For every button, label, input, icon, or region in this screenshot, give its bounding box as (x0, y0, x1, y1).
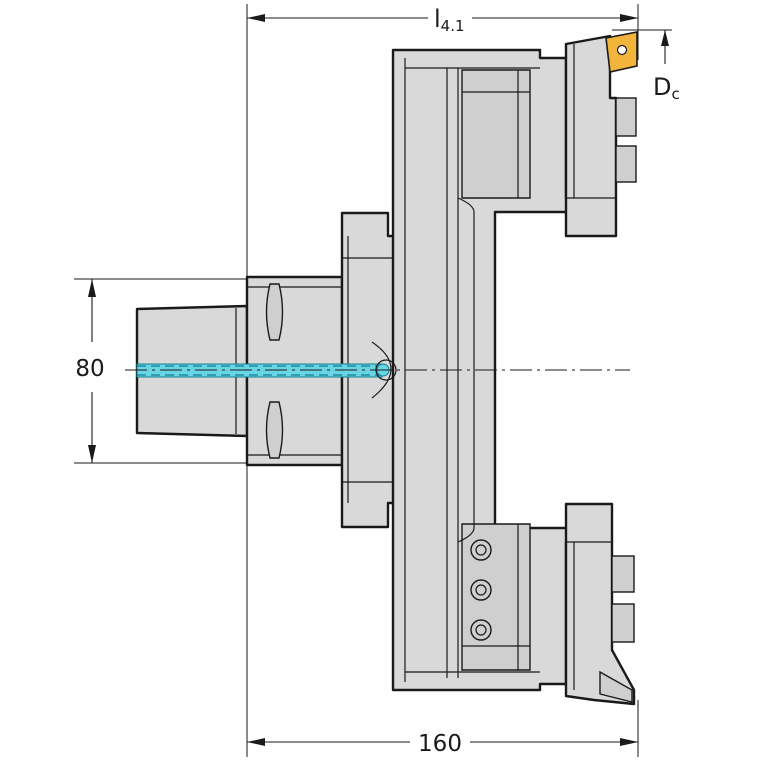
dimension-l41: l4.1 (247, 5, 638, 35)
extension-lines (74, 4, 639, 757)
lower-adjust-block-2 (611, 603, 635, 643)
dim-l41-label: l4.1 (434, 5, 465, 35)
lower-insert-seat (599, 670, 633, 703)
dim-160-label: 160 (418, 731, 462, 757)
clamp-screw-3 (470, 619, 492, 641)
lower-cartridge-body (564, 502, 636, 706)
lower-adjust-block-1 (611, 555, 635, 593)
drive-slot-lower (265, 401, 284, 459)
upper-adjust-block-1 (615, 97, 637, 137)
dimension-dc: Dc (612, 29, 680, 103)
upper-cartridge-pocket (461, 69, 531, 199)
insert-screw-icon (616, 44, 628, 56)
clamp-screw-2 (470, 579, 492, 601)
upper-adjust-block-2 (615, 145, 637, 183)
dim-80-label: 80 (75, 356, 104, 382)
dimension-80: 80 (75, 279, 105, 463)
clamp-screw-1 (470, 539, 492, 561)
drive-slot-upper (265, 283, 284, 341)
upper-cartridge (564, 31, 638, 238)
dim-dc-label: Dc (653, 73, 680, 103)
lower-cartridge (564, 502, 636, 706)
dimension-160: 160 (247, 731, 638, 757)
